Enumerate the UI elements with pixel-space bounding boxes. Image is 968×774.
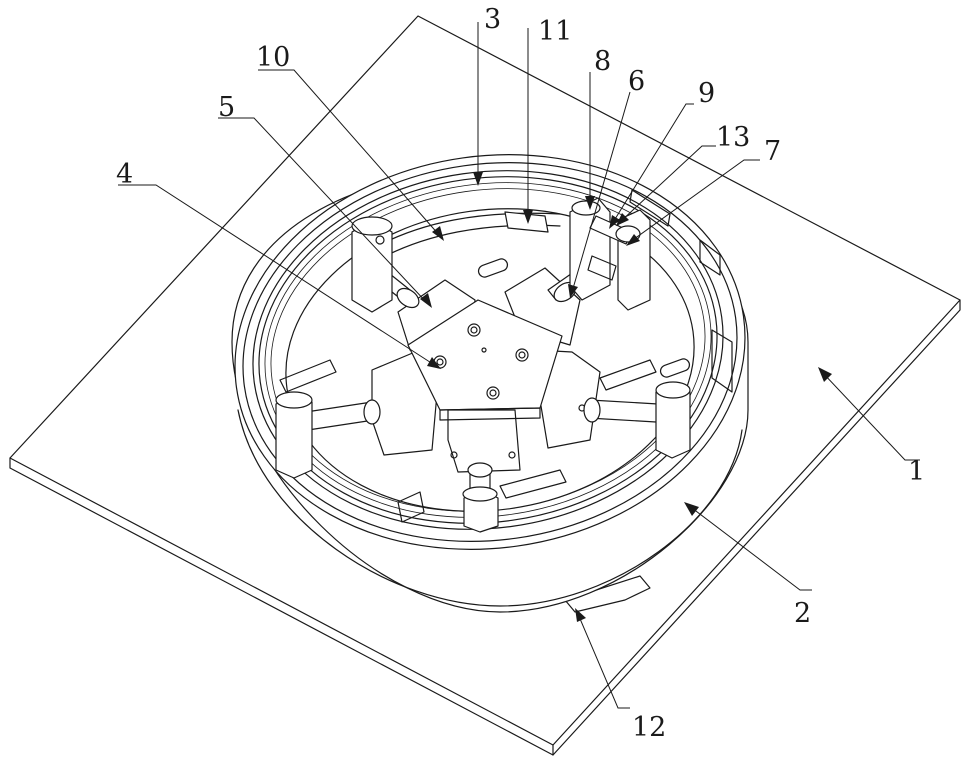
callout-12: 12 <box>632 712 666 743</box>
callout-4: 4 <box>116 159 133 190</box>
callout-9: 9 <box>698 78 715 109</box>
callout-5: 5 <box>218 92 235 123</box>
callout-7: 7 <box>764 136 781 167</box>
callout-2: 2 <box>794 598 811 629</box>
callout-13: 13 <box>716 122 750 153</box>
callout-8: 8 <box>594 46 611 77</box>
callout-10: 10 <box>256 42 290 73</box>
callout-3: 3 <box>484 4 501 35</box>
callout-6: 6 <box>628 66 645 97</box>
callout-1: 1 <box>908 456 925 487</box>
callout-11: 11 <box>538 16 572 47</box>
